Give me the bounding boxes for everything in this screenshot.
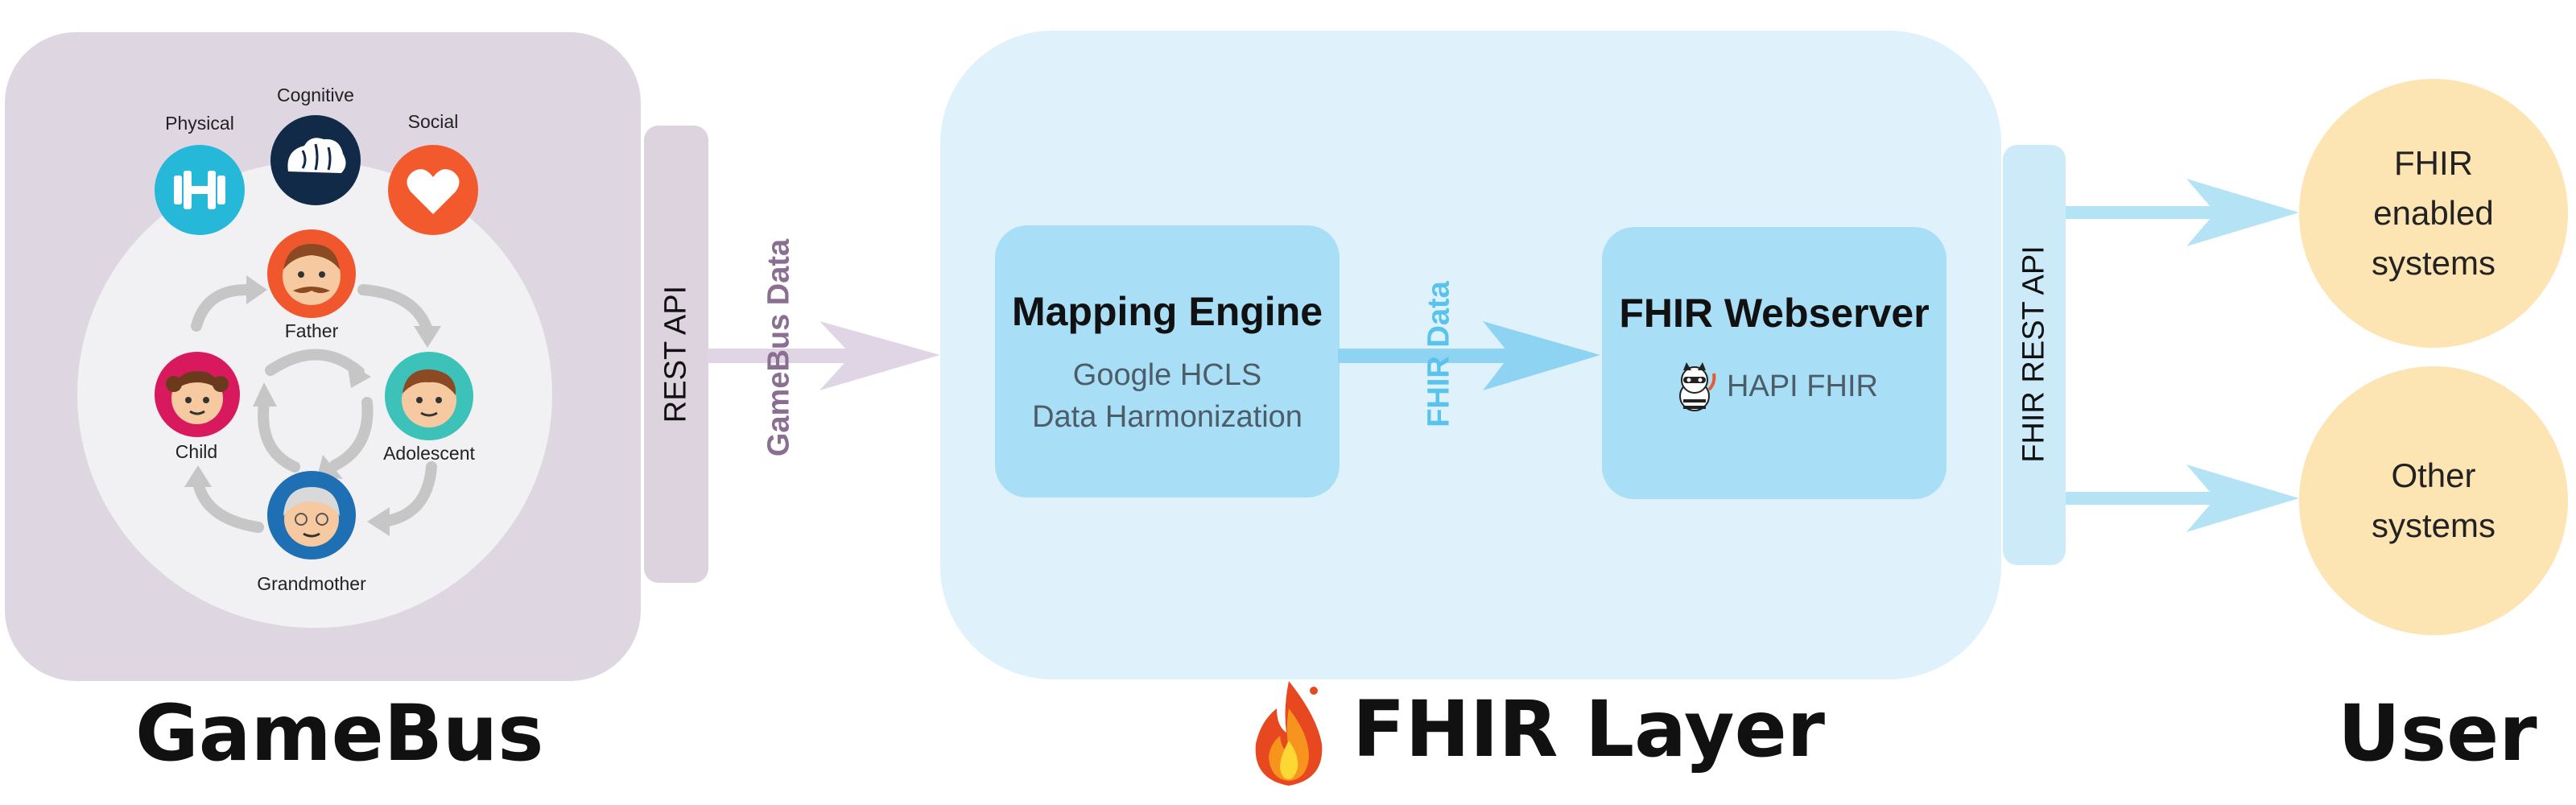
category-label-cognitive: Cognitive (277, 85, 354, 105)
hapi-fhir-row: HAPI FHIR (1670, 361, 1878, 412)
raccoon-icon (1670, 361, 1719, 412)
other-systems-line2: systems (2371, 506, 2496, 544)
dumbbell-icon (155, 145, 245, 235)
member-label-father: Father (284, 320, 339, 341)
fhir-rest-api-label: FHIR REST API (2017, 246, 2051, 463)
other-systems-line1: Other (2391, 456, 2476, 494)
mapping-engine-title: Mapping Engine (1011, 289, 1323, 334)
fhir-enabled-systems-line3: systems (2371, 244, 2496, 282)
father-avatar-icon (267, 229, 356, 318)
fhir-data-label: FHIR Data (1422, 281, 1456, 427)
category-label-physical: Physical (165, 113, 234, 134)
fhir-data-arrow (1338, 321, 1600, 390)
mapping-engine-line2: Data Harmonization (1032, 400, 1302, 434)
family-cycle-arrows-icon (184, 275, 441, 536)
fhir-webserver-box: FHIR Webserver HAPI FHIR (1602, 227, 1946, 499)
rest-api-label: REST API (658, 285, 693, 423)
fhir-webserver-title: FHIR Webserver (1619, 291, 1930, 336)
member-label-child: Child (175, 441, 218, 462)
child-avatar-icon (155, 352, 240, 437)
fhir-layer-title: FHIR Layer (1352, 684, 1826, 774)
fhir-enabled-systems-line2: enabled (2373, 194, 2494, 232)
gamebus-data-label: GameBus Data (762, 238, 796, 457)
flame-icon (1245, 676, 1333, 789)
arrow-to-other-systems (2066, 464, 2299, 532)
arrow-to-fhir-systems (2066, 179, 2299, 246)
grandmother-avatar-icon (267, 471, 356, 559)
adolescent-avatar-icon (385, 352, 473, 440)
category-label-social: Social (407, 111, 459, 132)
member-label-grandmother: Grandmother (257, 573, 366, 594)
mapping-engine-line1: Google HCLS (1072, 358, 1262, 392)
fhir-enabled-systems-line1: FHIR (2394, 144, 2473, 182)
user-title: User (2338, 688, 2537, 778)
mapping-engine-box: Mapping Engine Google HCLS Data Harmoniz… (995, 225, 1340, 497)
rest-api-bar (644, 126, 708, 583)
brain-icon (270, 115, 361, 205)
fhir-enabled-systems-circle: FHIR enabled systems (2299, 79, 2568, 348)
hapi-fhir-label: HAPI FHIR (1727, 369, 1878, 403)
gamebus-title: GameBus (135, 688, 544, 778)
member-label-adolescent: Adolescent (383, 443, 475, 464)
fhir-rest-api-bar (2003, 145, 2066, 565)
heart-icon (388, 145, 478, 235)
other-systems-circle: Other systems (2299, 366, 2568, 635)
gamebus-data-arrow (707, 321, 940, 390)
